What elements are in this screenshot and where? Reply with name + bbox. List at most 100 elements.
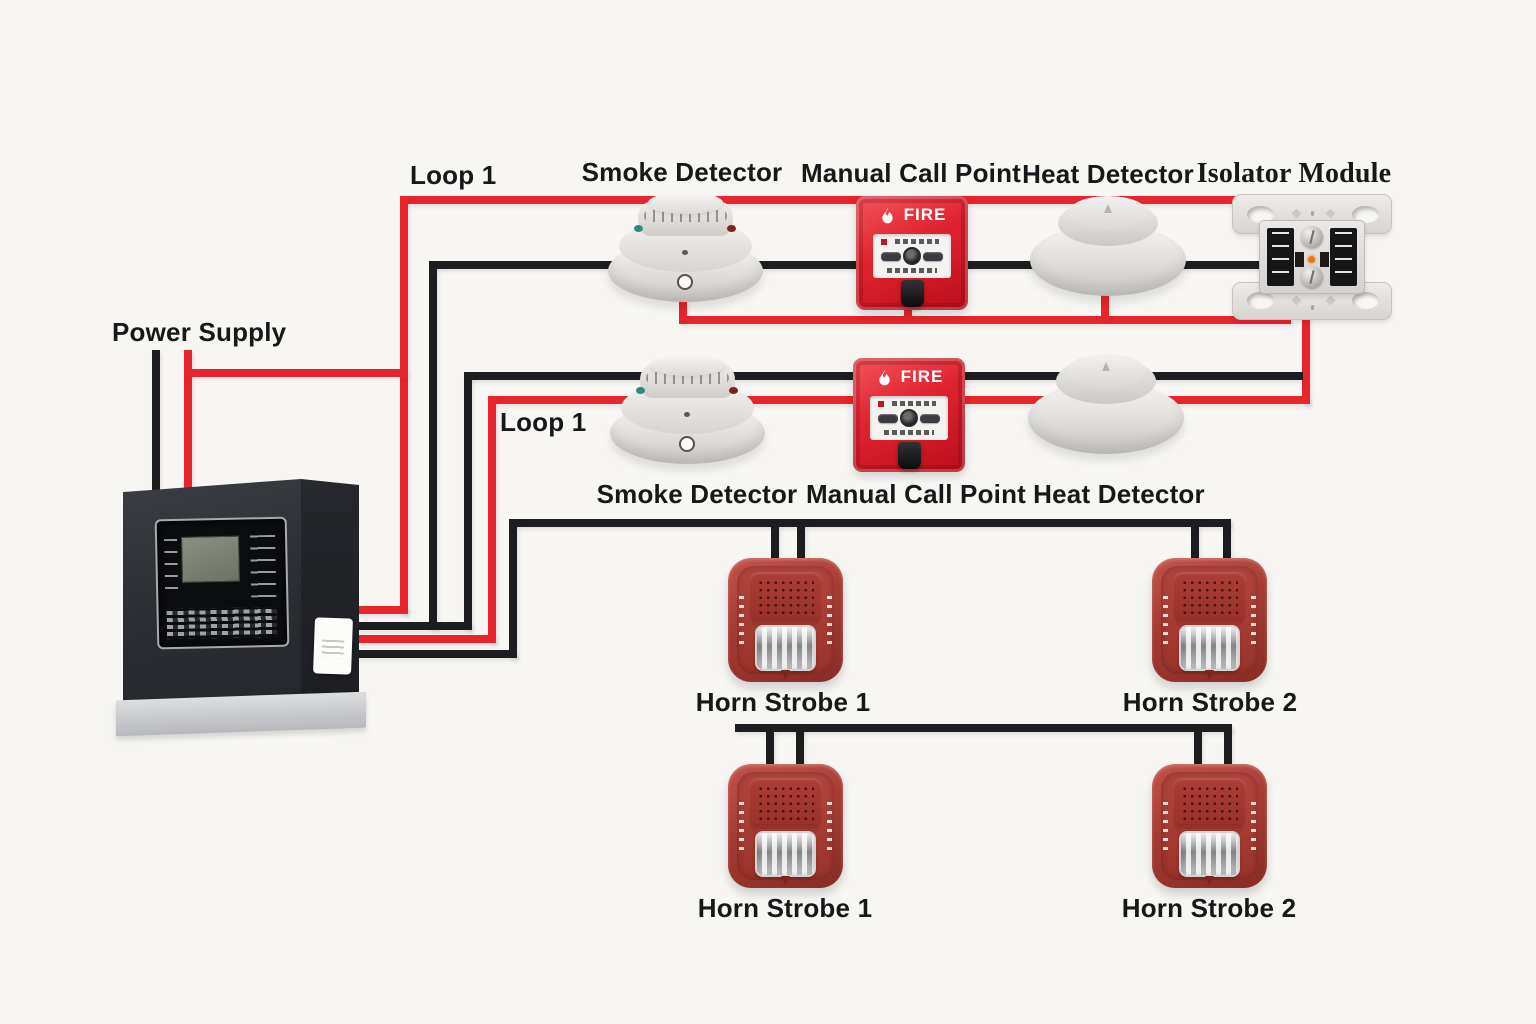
heat-detector-2 — [1028, 352, 1184, 456]
side-markings-right — [827, 596, 832, 648]
horn-strobe-2-row2 — [1152, 764, 1267, 888]
face-printed-text-bottom — [884, 430, 934, 435]
smoke-detector-vents — [646, 372, 729, 384]
label-manual-call-point-2: Manual Call Point — [805, 479, 1027, 509]
wire-black-notification-riser — [509, 519, 517, 658]
strobe-lens — [1179, 831, 1240, 877]
wire-red-loop1-return-horizontal — [679, 316, 1291, 324]
smoke-detector-2 — [610, 354, 765, 466]
heat-detector-1 — [1030, 194, 1186, 298]
lock-ring — [677, 274, 693, 290]
speaker-panel — [749, 778, 822, 830]
smoke-detector-1 — [608, 192, 763, 304]
reset-key-tab — [901, 280, 924, 307]
face-center-button — [900, 409, 918, 427]
face-button-right — [920, 414, 940, 423]
flame-icon — [878, 369, 890, 385]
diamond-mark — [1325, 295, 1336, 306]
wire-red-power-supply — [184, 350, 192, 500]
lock-ring — [679, 436, 695, 452]
smoke-detector-cap — [650, 354, 725, 376]
heat-detector-tip — [1104, 204, 1112, 213]
wire-black-notification-into-panel — [340, 650, 517, 658]
wire-black-stub-hornstrobe2-row2-b — [1224, 724, 1232, 769]
red-led — [727, 225, 736, 232]
manual-call-point-2: FIRE — [853, 358, 965, 472]
face-printed-text-top — [892, 401, 936, 406]
heat-detector-disc — [1068, 196, 1148, 230]
side-markings-right — [1251, 596, 1256, 648]
face-marking — [881, 239, 887, 245]
lens-shelf — [752, 824, 819, 833]
speaker-panel — [749, 572, 822, 624]
heat-detector-tip — [1102, 362, 1110, 371]
diamond-mark — [1291, 295, 1302, 306]
pin-hole — [1311, 305, 1314, 310]
wire-red-loop2-into-panel — [340, 635, 496, 643]
speaker-grille — [757, 785, 814, 823]
wire-red-power-supply-tee — [184, 369, 408, 377]
call-point-header: FIRE — [853, 367, 965, 387]
connector-block — [1320, 252, 1329, 267]
call-point-header: FIRE — [856, 205, 968, 225]
face-button-left — [878, 414, 898, 423]
horn-strobe-1-row1 — [728, 558, 843, 682]
speaker-panel — [1173, 572, 1246, 624]
green-led — [636, 387, 645, 394]
label-manual-call-point-1: Manual Call Point — [800, 158, 1022, 188]
panel-led-labels-right — [250, 534, 277, 598]
call-point-face — [873, 234, 951, 278]
speaker-grille — [1181, 579, 1238, 617]
screw-terminal-top — [1301, 226, 1323, 248]
strobe-lens — [755, 625, 816, 671]
bottom-notch — [1205, 670, 1214, 680]
panel-base — [116, 691, 366, 737]
wire-black-notification-row1-horizontal — [509, 519, 1231, 527]
label-horn-strobe-1-row2: Horn Strobe 1 — [697, 893, 873, 923]
wire-red-loop1-into-panel — [340, 606, 408, 614]
label-loop1-bottom: Loop 1 — [500, 407, 587, 437]
screw-slot — [1309, 229, 1315, 245]
fire-sign-text: FIRE — [903, 205, 947, 224]
wire-black-stub-hornstrobe1-row1-a — [771, 519, 779, 564]
wire-red-stub-heat1 — [1101, 288, 1109, 320]
label-smoke-detector-2: Smoke Detector — [596, 479, 798, 509]
strobe-lens — [1179, 625, 1240, 671]
face-button-left — [881, 252, 901, 261]
wire-black-power-supply — [152, 350, 160, 500]
call-point-face — [870, 396, 948, 440]
horn-strobe-1-row2 — [728, 764, 843, 888]
wire-black-stub-hornstrobe2-row2-a — [1194, 724, 1202, 769]
terminal-markings — [1335, 232, 1352, 282]
speaker-grille — [757, 579, 814, 617]
pinhole — [682, 250, 688, 255]
face-printed-text-top — [895, 239, 939, 244]
side-markings-left — [739, 802, 744, 854]
manual-call-point-1: FIRE — [856, 196, 968, 310]
heat-detector-disc — [1066, 354, 1146, 388]
wire-black-stub-hornstrobe2-row1-a — [1191, 519, 1199, 564]
red-led — [729, 387, 738, 394]
label-loop1-top: Loop 1 — [410, 160, 497, 190]
mounting-hole — [1352, 206, 1379, 223]
wire-red-stub-smoke1 — [679, 292, 687, 320]
flame-icon — [881, 207, 893, 223]
wire-black-loops-into-panel — [340, 622, 472, 630]
side-markings-left — [739, 596, 744, 648]
wire-black-stub-hornstrobe1-row2-a — [766, 724, 774, 769]
label-horn-strobe-2-row1: Horn Strobe 2 — [1122, 687, 1298, 717]
green-led — [634, 225, 643, 232]
wire-black-loop2-left-riser — [464, 372, 472, 630]
wire-black-notification-row2-horizontal — [735, 724, 1232, 732]
bottom-notch — [1205, 876, 1214, 886]
label-smoke-detector-1: Smoke Detector — [581, 157, 783, 187]
diamond-mark — [1325, 208, 1336, 219]
reset-key-tab — [898, 442, 921, 469]
strobe-lens — [755, 831, 816, 877]
wire-red-isolator-riser — [1302, 312, 1310, 404]
isolator-bottom-plate — [1232, 282, 1392, 320]
wire-black-stub-hornstrobe1-row1-b — [797, 519, 805, 564]
bottom-notch — [781, 876, 790, 886]
label-horn-strobe-1-row1: Horn Strobe 1 — [695, 687, 871, 717]
screw-slot — [1309, 269, 1315, 285]
